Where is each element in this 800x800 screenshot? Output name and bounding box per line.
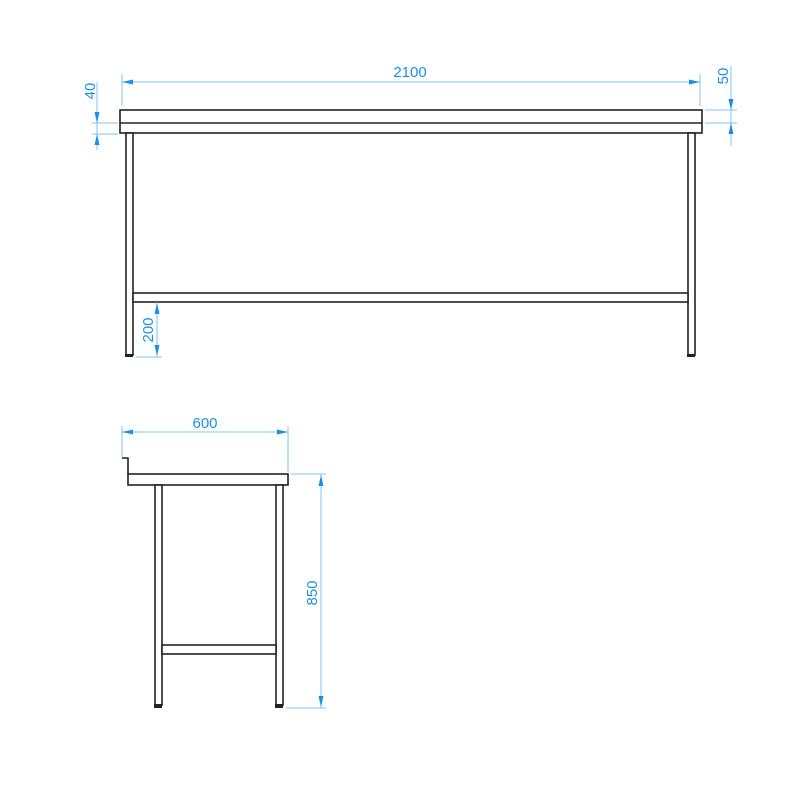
top-thickness-label: 40	[82, 83, 99, 100]
back-foot	[275, 704, 283, 708]
upstand-side	[122, 457, 129, 475]
left-leg	[125, 132, 134, 356]
dimension-shelf-height: 200	[136, 302, 162, 358]
height-label: 850	[304, 580, 321, 605]
dimension-length: 2100	[121, 64, 701, 106]
side-rail	[161, 644, 277, 655]
lower-shelf-rail	[132, 292, 689, 303]
left-foot	[125, 354, 133, 357]
upstand-label: 50	[715, 68, 732, 85]
front-foot	[154, 704, 162, 708]
depth-label: 600	[192, 415, 217, 432]
shelf-height-label: 200	[140, 317, 157, 342]
front-view: 2100 40 50 200	[82, 64, 737, 358]
side-view: 600 850	[121, 415, 326, 709]
back-leg	[275, 484, 284, 706]
dimension-top-thickness: 40	[82, 82, 118, 150]
dimension-upstand: 50	[705, 66, 737, 146]
table-top-side	[127, 473, 289, 486]
dimension-depth: 600	[121, 415, 289, 472]
right-foot	[687, 354, 695, 357]
front-leg	[154, 484, 163, 706]
right-leg	[687, 132, 696, 356]
length-label: 2100	[393, 64, 426, 81]
table-top-front	[119, 109, 703, 134]
dimension-height: 850	[286, 473, 326, 709]
